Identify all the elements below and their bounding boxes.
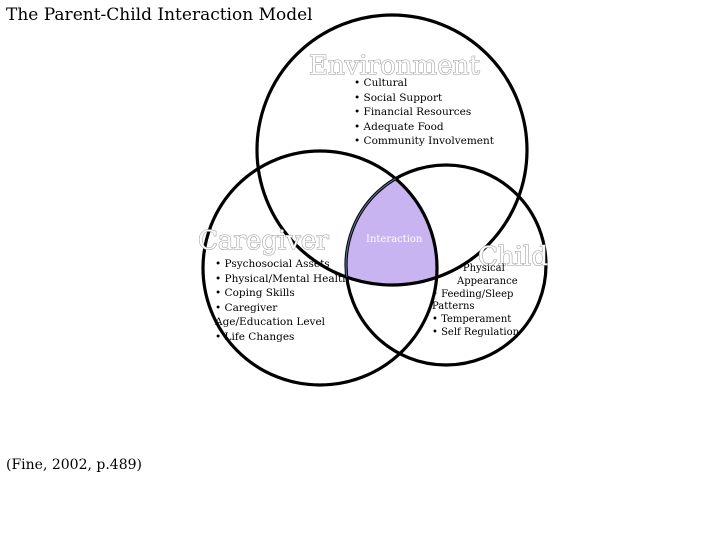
interaction-region [346,165,437,285]
list-item: • Feeding/Sleep Patterns [432,288,514,313]
environment-circle [255,13,529,287]
caregiver-label: Caregiver [198,226,329,256]
list-item: • Temperament [432,314,512,326]
caregiver-circle [201,149,439,387]
child-factors: •Physical Appearance • Feeding/Sleep Pat… [432,263,547,340]
environment-factors: • Cultural • Social Support • Financial … [354,76,494,149]
list-item: • Social Support [354,91,443,104]
caregiver-factors: • Psychosocial Assets • Physical/Mental … [215,257,357,344]
page-title: The Parent-Child Interaction Model [6,5,313,25]
list-item: • Cultural [354,77,408,89]
list-item: • Community Involvement [354,135,494,147]
list-item: • Coping Skills [215,287,295,299]
list-item: •Physical Appearance [457,263,518,287]
list-item: • Self Regulation [432,326,520,338]
child-label: Child [478,242,548,272]
list-item: • Caregiver Age/Education Level [215,301,326,329]
list-item: • Financial Resources [354,106,472,118]
list-item: • Life Changes [215,330,295,343]
interaction-label: Interaction [366,234,423,245]
citation: (Fine, 2002, p.489) [6,457,142,473]
environment-label: Environment [309,51,480,81]
list-item: • Physical/Mental Health [215,272,349,285]
list-item: • Psychosocial Assets [215,258,330,270]
list-item: • Adequate Food [354,120,444,133]
